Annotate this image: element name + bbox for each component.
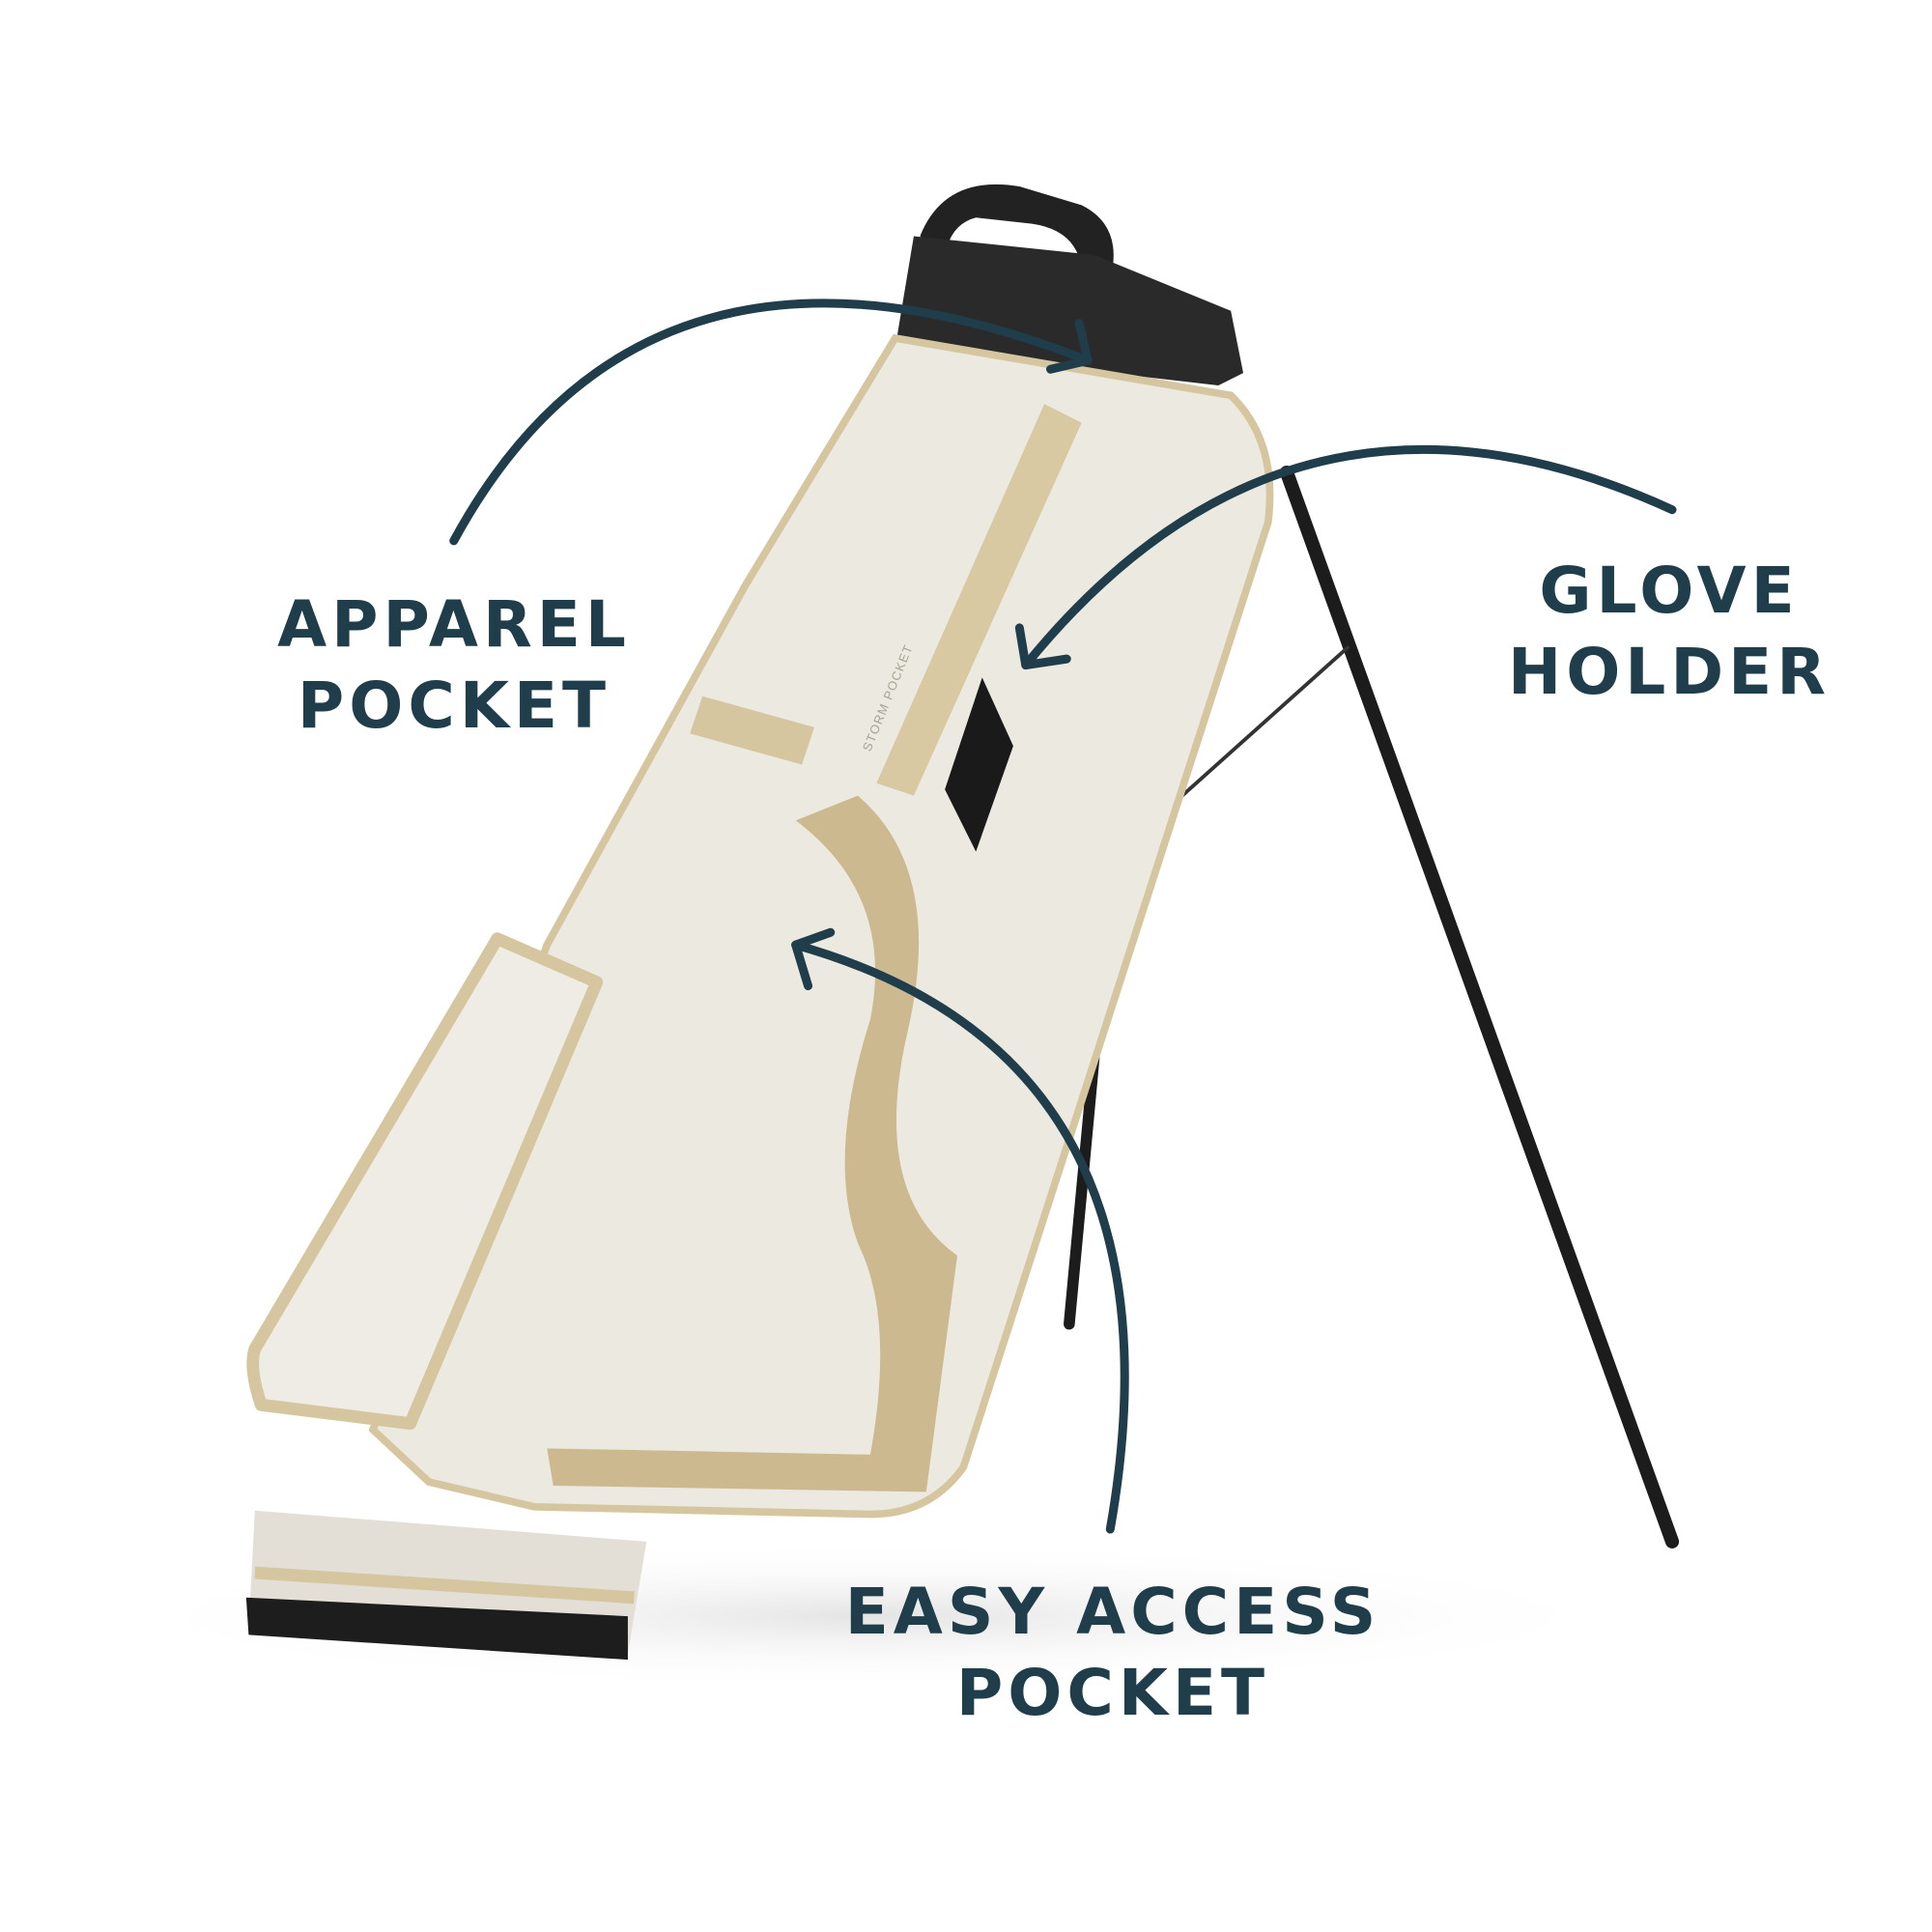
top-collar: [895, 236, 1244, 385]
callout-apparel-pocket: APPAREL POCKET: [164, 584, 744, 747]
callout-line: GLOVE: [1539, 554, 1800, 628]
apparel-pocket: [246, 932, 604, 1431]
arrow-easy-access: [791, 940, 1129, 1534]
base-foot: [245, 1597, 628, 1661]
glove-holder-patch: [945, 677, 1013, 852]
callout-line: APPAREL: [277, 587, 631, 662]
side-strap: [690, 696, 814, 765]
storm-pocket: [876, 404, 1082, 796]
arrow-easy-access-head: [791, 927, 836, 991]
callout-glove-holder: GLOVE HOLDER: [1379, 551, 1932, 713]
base-trim: [254, 1566, 635, 1605]
arrow-apparel-pocket-head: [1046, 319, 1093, 374]
callout-line: HOLDER: [1507, 635, 1832, 709]
arrow-glove-holder: [1021, 444, 1677, 670]
callout-line: EASY ACCESS: [844, 1575, 1381, 1649]
stand-leg-right: [1279, 465, 1680, 1548]
callout-line: POCKET: [297, 668, 611, 743]
callout-easy-access-pocket: EASY ACCESS POCKET: [823, 1572, 1403, 1734]
bag-body: [368, 333, 1274, 1519]
arrow-glove-holder-head: [1014, 623, 1071, 670]
body-stripe: [547, 795, 957, 1492]
callout-line: POCKET: [955, 1656, 1270, 1730]
carry-handle: [920, 184, 1114, 268]
arrow-apparel-pocket: [449, 298, 1093, 546]
